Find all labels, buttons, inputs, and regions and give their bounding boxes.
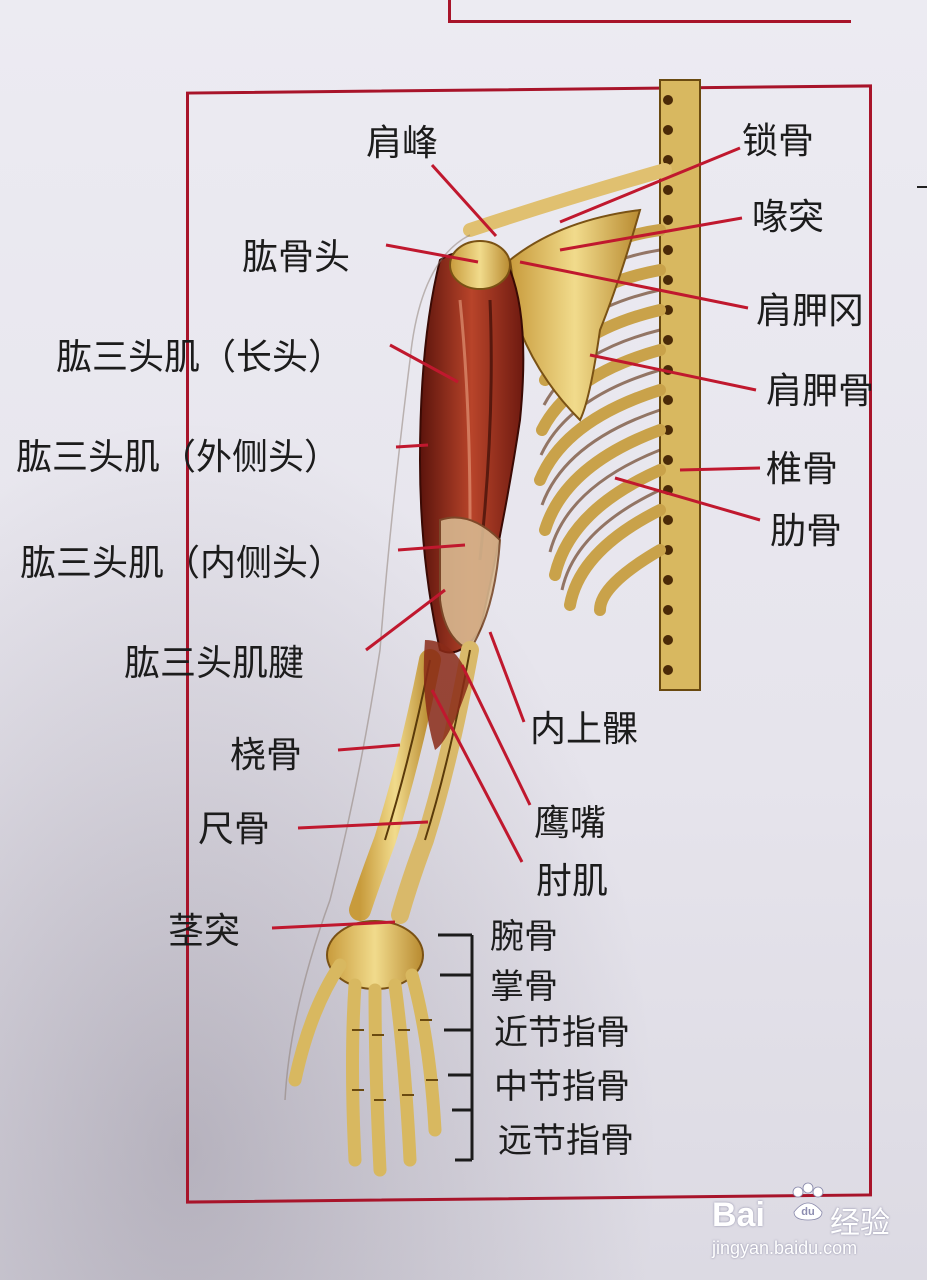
label-coracoid: 喙突 — [752, 197, 825, 238]
label-middle-phalanges: 中节指骨 — [494, 1067, 630, 1107]
clavicle — [463, 163, 672, 237]
label-vertebra: 椎骨 — [766, 449, 839, 490]
label-olecranon: 鹰嘴 — [534, 803, 607, 844]
baidu-watermark: Bai du 经验 jingyan.baidu.com — [706, 1178, 906, 1268]
label-scapula: 肩胛骨 — [766, 371, 875, 412]
top-frame — [448, 0, 851, 23]
scapula — [508, 208, 642, 422]
label-proximal-phalanges: 近节指骨 — [494, 1013, 630, 1053]
spine — [659, 79, 701, 691]
hand-bones — [288, 920, 442, 1177]
paw-icon: du — [792, 1182, 824, 1221]
label-radius: 桡骨 — [230, 735, 303, 776]
label-triceps-long-head: 肱三头肌（长头） — [56, 337, 345, 378]
label-metacarpals: 掌骨 — [490, 967, 558, 1007]
label-acromion: 肩峰 — [366, 123, 439, 164]
humeral-head — [449, 240, 511, 290]
label-humeral-head: 肱骨头 — [242, 237, 351, 278]
label-styloid-process: 茎突 — [168, 911, 241, 952]
label-scapular-notch: 肩胛冈 — [756, 291, 865, 332]
leader-lines — [271, 146, 761, 930]
watermark-suffix: 经验 — [830, 1206, 890, 1241]
label-clavicle: 锁骨 — [742, 121, 815, 162]
watermark-logo-text: Bai — [712, 1196, 765, 1234]
label-ulna: 尺骨 — [198, 809, 271, 850]
triceps-tendon — [439, 516, 502, 652]
label-triceps-medial-head: 肱三头肌（内侧头） — [20, 543, 345, 584]
label-triceps-lateral-head: 肱三头肌（外侧头） — [16, 437, 341, 478]
label-triceps-tendon: 肱三头肌腱 — [124, 643, 305, 684]
svg-text:du: du — [801, 1206, 814, 1218]
label-medial-epicondyle: 内上髁 — [530, 709, 639, 750]
edge-mark — [917, 186, 927, 188]
watermark-url: jingyan.baidu.com — [712, 1238, 858, 1258]
label-carpals: 腕骨 — [490, 917, 558, 957]
hand-bracket — [438, 933, 474, 1162]
label-anconeus: 肘肌 — [536, 861, 609, 902]
label-distal-phalanges: 远节指骨 — [498, 1121, 634, 1161]
label-rib: 肋骨 — [770, 511, 843, 552]
anconeus-muscle — [423, 640, 470, 750]
